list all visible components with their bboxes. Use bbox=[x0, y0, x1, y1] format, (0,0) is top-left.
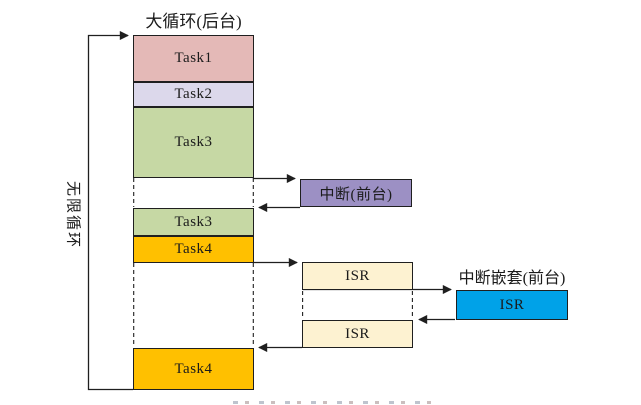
background-loop-title: 大循环(后台) bbox=[145, 12, 242, 31]
isr-block-first: ISR bbox=[302, 262, 413, 290]
nested-isr-block: ISR bbox=[456, 290, 568, 320]
task4-block-first: Task4 bbox=[133, 236, 254, 263]
task4-block-resumed: Task4 bbox=[133, 348, 254, 390]
task3-block-first: Task3 bbox=[133, 107, 254, 178]
task1-block: Task1 bbox=[133, 35, 254, 82]
cropped-caption-remnant bbox=[233, 401, 438, 404]
task3-block-resumed: Task3 bbox=[133, 208, 254, 236]
interrupt-block: 中断(前台) bbox=[300, 179, 412, 207]
isr-block-resumed: ISR bbox=[302, 320, 413, 348]
infinite-loop-label: 无限循环 bbox=[64, 180, 81, 250]
task2-block: Task2 bbox=[133, 82, 254, 107]
nested-interrupt-label: 中断嵌套(前台) bbox=[458, 270, 566, 287]
infinite-loop-bracket-arrow bbox=[87, 30, 133, 391]
